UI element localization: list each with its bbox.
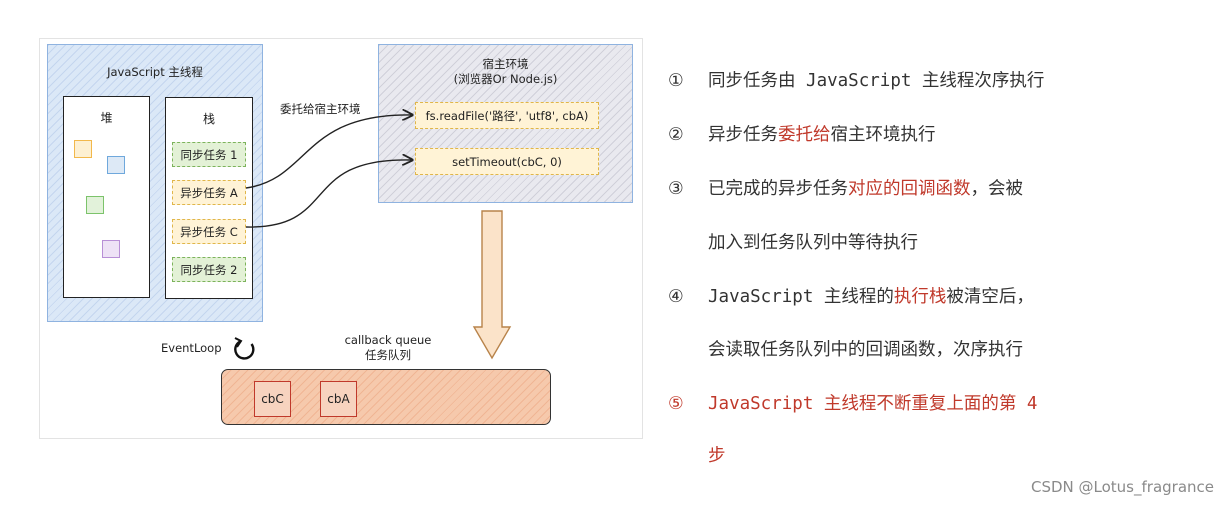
event-loop-diagram: JavaScript 主线程 堆 栈 同步任务 1 异步任务 A 异步任务 C … <box>39 38 643 439</box>
step-4-highlight: 执行栈 <box>893 287 947 307</box>
step-2: ② 异步任务委托给宿主环境执行 <box>668 121 1138 146</box>
step-5-text: JavaScript 主线程不断重复上面的第 4 <box>708 394 1038 414</box>
step-3-post: ，会被 <box>970 179 1024 199</box>
arrow-async-a-to-readfile <box>245 115 412 189</box>
queue-title-line2: 任务队列 <box>365 348 411 362</box>
main-thread-title: JavaScript 主线程 <box>107 65 203 79</box>
step-1-text: 同步任务由 JavaScript 主线程次序执行 <box>708 71 1045 91</box>
queue-title: callback queue 任务队列 <box>333 333 443 363</box>
heap-object <box>74 140 92 158</box>
stack-label: 栈 <box>202 112 215 126</box>
eventloop-label: EventLoop <box>161 341 222 355</box>
host-title-line2: (浏览器Or Node.js) <box>453 72 558 86</box>
heap-object <box>86 196 104 214</box>
eventloop-icon <box>234 337 255 360</box>
heap-panel: 堆 <box>63 96 150 298</box>
step-2-pre: 异步任务 <box>708 125 778 145</box>
stack-panel: 栈 同步任务 1 异步任务 A 异步任务 C 同步任务 2 <box>165 97 253 299</box>
step-1-number: ① <box>668 71 684 91</box>
stack-task-sync-2: 同步任务 2 <box>172 257 246 282</box>
callback-queue-box: cbC cbA <box>221 369 551 425</box>
step-3-highlight: 对应的回调函数 <box>848 179 971 199</box>
step-1: ① 同步任务由 JavaScript 主线程次序执行 <box>668 67 1138 92</box>
step-2-post: 宿主环境执行 <box>830 125 936 145</box>
heap-object <box>107 156 125 174</box>
api-settimeout: setTimeout(cbC, 0) <box>415 148 599 175</box>
step-4-post: 被清空后， <box>946 287 1034 307</box>
arrows-layer <box>234 39 512 360</box>
step-3-pre: 已完成的异步任务 <box>708 179 848 199</box>
queue-item-cba: cbA <box>320 381 357 417</box>
step-4: ④ JavaScript 主线程的执行栈被清空后， <box>668 283 1138 308</box>
step-2-number: ② <box>668 125 684 145</box>
heap-object <box>102 240 120 258</box>
arrow-async-c-to-settimeout <box>245 160 412 228</box>
watermark: CSDN @Lotus_fragrance <box>1030 478 1214 496</box>
step-5: ⑤ JavaScript 主线程不断重复上面的第 4 <box>668 390 1138 415</box>
queue-item-cbc: cbC <box>254 381 291 417</box>
heap-label: 堆 <box>100 111 113 125</box>
step-2-highlight: 委托给 <box>778 125 831 145</box>
step-3-number: ③ <box>668 179 684 199</box>
step-5-number: ⑤ <box>668 394 684 414</box>
main-thread-box: JavaScript 主线程 堆 栈 同步任务 1 异步任务 A 异步任务 C … <box>47 44 263 322</box>
stack-task-async-c: 异步任务 C <box>172 219 246 244</box>
step-3-line2: 加入到任务队列中等待执行 <box>708 233 918 253</box>
step-4-line2: 会读取任务队列中的回调函数，次序执行 <box>708 340 1023 360</box>
delegate-label: 委托给宿主环境 <box>280 102 361 116</box>
api-readfile: fs.readFile('路径', 'utf8', cbA) <box>415 102 599 129</box>
queue-title-line1: callback queue <box>344 333 432 347</box>
host-to-queue-arrow <box>472 210 512 360</box>
step-4-pre: JavaScript 主线程的 <box>708 287 894 307</box>
step-5-line2: 步 <box>708 446 726 466</box>
host-environment-title: 宿主环境 (浏览器Or Node.js) <box>379 57 632 87</box>
step-3: ③ 已完成的异步任务对应的回调函数，会被 <box>668 175 1138 200</box>
stack-task-async-a: 异步任务 A <box>172 180 246 205</box>
stack-task-sync-1: 同步任务 1 <box>172 142 246 167</box>
host-title-line1: 宿主环境 <box>482 57 529 71</box>
host-environment-box: 宿主环境 (浏览器Or Node.js) fs.readFile('路径', '… <box>378 44 633 203</box>
step-4-number: ④ <box>668 287 684 307</box>
